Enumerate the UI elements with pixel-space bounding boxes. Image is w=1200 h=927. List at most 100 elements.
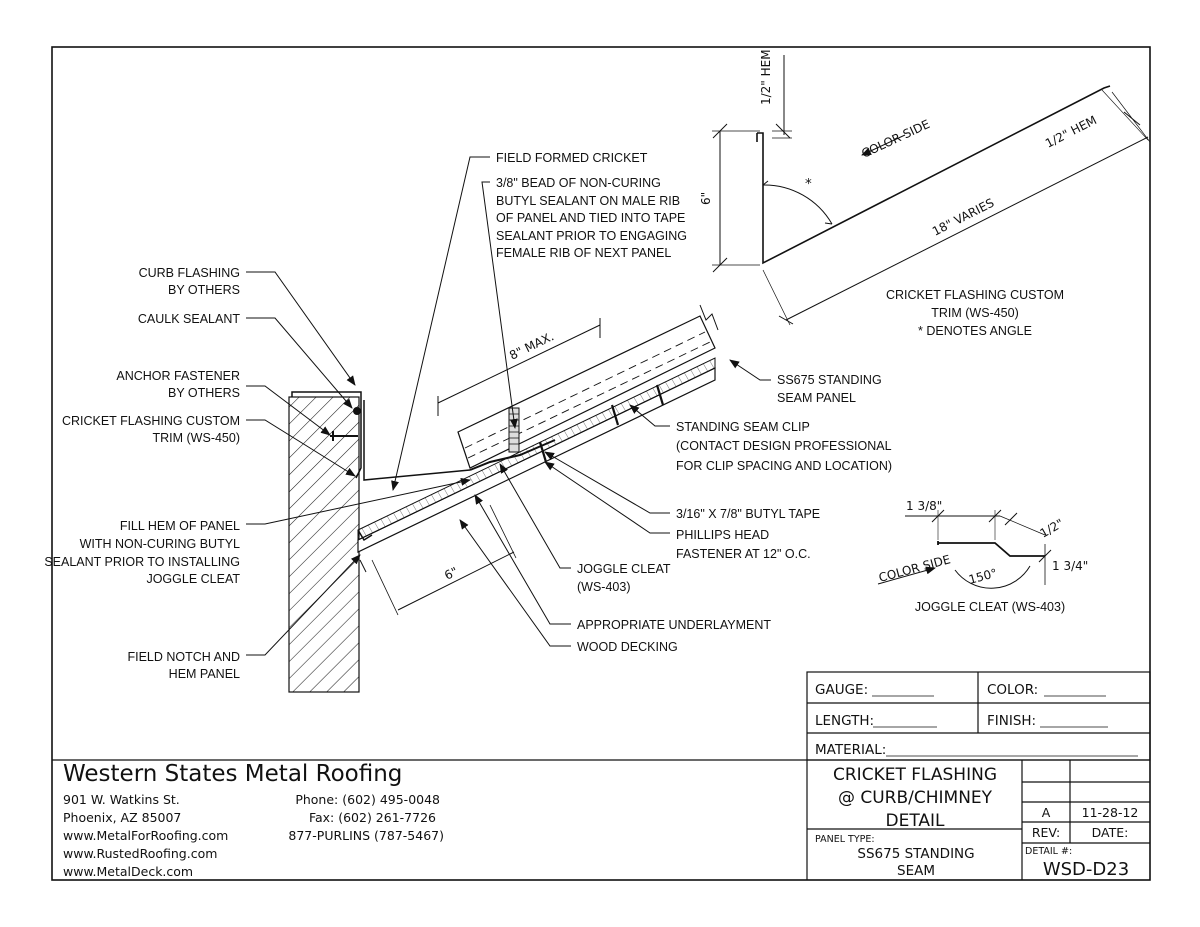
- svg-text:CURB FLASHING: CURB FLASHING: [139, 266, 240, 280]
- callout-bead-5: FEMALE RIB OF NEXT PANEL: [496, 246, 671, 260]
- callout-curb-1: CURB FLASHING: [139, 266, 240, 280]
- spec-length: LENGTH:: [815, 713, 874, 729]
- joggle-cleat-shape: [469, 439, 556, 471]
- callout-ss675-1: SS675 STANDING: [777, 373, 882, 387]
- svg-text:WITH NON-CURING BUTYL: WITH NON-CURING BUTYL: [80, 537, 240, 551]
- callout-ss675-2: SEAM PANEL: [777, 391, 856, 405]
- svg-text:SEAM PANEL: SEAM PANEL: [777, 391, 856, 405]
- dim-6-bottom-text: 6": [442, 564, 460, 582]
- trim-dim-6: 6": [699, 192, 713, 205]
- dim-6-bottom: [371, 504, 517, 616]
- svg-text:APPROPRIATE UNDERLAYMENT: APPROPRIATE UNDERLAYMENT: [577, 618, 771, 632]
- panel-type-2: SEAM: [897, 863, 935, 879]
- svg-text:PHILLIPS HEAD: PHILLIPS HEAD: [676, 528, 769, 542]
- svg-text:* DENOTES ANGLE: * DENOTES ANGLE: [918, 324, 1032, 338]
- left-leaders: [246, 271, 471, 656]
- trim-profile: [757, 85, 1111, 265]
- cleat-detail-title: JOGGLE CLEAT (WS-403): [915, 600, 1065, 614]
- rev-label: REV:: [1032, 825, 1060, 840]
- cleat-color-side: COLOR SIDE: [877, 552, 952, 585]
- callout-fill-3: SEALANT PRIOR TO INSTALLING: [44, 555, 240, 569]
- company-address-1: 901 W. Watkins St.: [63, 792, 180, 807]
- callout-anchor-2: BY OTHERS: [168, 386, 240, 400]
- callout-fill-2: WITH NON-CURING BUTYL: [80, 537, 240, 551]
- company-web-1: www.MetalForRoofing.com: [63, 828, 228, 843]
- svg-text:(WS-403): (WS-403): [577, 580, 630, 594]
- company-tollfree: 877-PURLINS (787-5467): [288, 828, 444, 843]
- callout-field-formed: FIELD FORMED CRICKET: [496, 151, 648, 165]
- svg-text:SEALANT PRIOR TO ENGAGING: SEALANT PRIOR TO ENGAGING: [496, 229, 687, 243]
- trim-dim-half-hem-v: 1/2" HEM: [759, 49, 773, 105]
- svg-text:FEMALE RIB OF NEXT PANEL: FEMALE RIB OF NEXT PANEL: [496, 246, 671, 260]
- trim-detail-title-2: TRIM (WS-450): [931, 306, 1019, 320]
- svg-text:STANDING SEAM CLIP: STANDING SEAM CLIP: [676, 420, 810, 434]
- upper-leaders: [391, 156, 771, 647]
- svg-text:JOGGLE CLEAT: JOGGLE CLEAT: [146, 572, 240, 586]
- cricket-trim: [363, 400, 471, 481]
- callout-trim-2: TRIM (WS-450): [153, 431, 241, 445]
- trim-detail-title-1: CRICKET FLASHING CUSTOM: [886, 288, 1064, 302]
- upper-callouts: FIELD FORMED CRICKET 3/8" BEAD OF NON-CU…: [496, 151, 892, 654]
- callout-bead-1: 3/8" BEAD OF NON-CURING: [496, 176, 661, 190]
- spec-gauge: GAUGE:: [815, 682, 868, 698]
- cleat-dim-half: 1/2": [1038, 516, 1067, 541]
- trim-angle-mark: *: [805, 176, 812, 192]
- trim-color-side: COLOR SIDE: [859, 117, 932, 161]
- svg-text:(CONTACT DESIGN PROFESSIONAL: (CONTACT DESIGN PROFESSIONAL: [676, 439, 892, 453]
- cleat-dim-1-3-8: 1 3/8": [906, 499, 942, 513]
- caulk-sealant: [353, 407, 361, 415]
- callout-fill-1: FILL HEM OF PANEL: [120, 519, 240, 533]
- svg-text:SS675 STANDING: SS675 STANDING: [777, 373, 882, 387]
- svg-text:FIELD NOTCH AND: FIELD NOTCH AND: [127, 650, 240, 664]
- svg-text:TRIM (WS-450): TRIM (WS-450): [931, 306, 1019, 320]
- svg-text:BUTYL SEALANT ON MALE RIB: BUTYL SEALANT ON MALE RIB: [496, 194, 680, 208]
- date-value: 11-28-12: [1082, 805, 1139, 820]
- detail-number: WSD-D23: [1043, 859, 1129, 880]
- callout-underlayment: APPROPRIATE UNDERLAYMENT: [577, 618, 771, 632]
- callout-clip-1: STANDING SEAM CLIP: [676, 420, 810, 434]
- callout-phillips-1: PHILLIPS HEAD: [676, 528, 769, 542]
- callout-bead-4: SEALANT PRIOR TO ENGAGING: [496, 229, 687, 243]
- svg-text:3/16" X 7/8" BUTYL TAPE: 3/16" X 7/8" BUTYL TAPE: [676, 507, 820, 521]
- joggle-cleat-detail: [877, 509, 1052, 589]
- callout-clip-3: FOR CLIP SPACING AND LOCATION): [676, 459, 892, 473]
- callout-joggle-2: (WS-403): [577, 580, 630, 594]
- anchor-fastener: [330, 431, 358, 441]
- standing-seam-panel: [457, 315, 716, 469]
- trim-dim-half-hem-d: 1/2" HEM: [1043, 113, 1099, 151]
- title-line-3: DETAIL: [885, 811, 945, 831]
- title-line-1: CRICKET FLASHING: [833, 765, 997, 785]
- svg-text:FIELD FORMED CRICKET: FIELD FORMED CRICKET: [496, 151, 648, 165]
- company-web-2: www.RustedRoofing.com: [63, 846, 217, 861]
- callout-tape: 3/16" X 7/8" BUTYL TAPE: [676, 507, 820, 521]
- panel-type-1: SS675 STANDING: [857, 846, 974, 862]
- svg-text:3/8" BEAD OF NON-CURING: 3/8" BEAD OF NON-CURING: [496, 176, 661, 190]
- field-notch-hem: [357, 529, 373, 542]
- trim-profile-detail: [712, 55, 1151, 326]
- sheet-border: [51, 46, 1151, 881]
- company-address-2: Phoenix, AZ 85007: [63, 810, 181, 825]
- callout-caulk: CAULK SEALANT: [138, 312, 240, 326]
- curb-flashing: [291, 391, 362, 479]
- svg-text:CAULK SEALANT: CAULK SEALANT: [138, 312, 240, 326]
- callout-curb-2: BY OTHERS: [168, 283, 240, 297]
- title-line-2: @ CURB/CHIMNEY: [838, 788, 993, 808]
- cleat-dim-150: 150°: [967, 566, 999, 587]
- callout-fill-4: JOGGLE CLEAT: [146, 572, 240, 586]
- callout-notch-1: FIELD NOTCH AND: [127, 650, 240, 664]
- detail-label: DETAIL #:: [1025, 846, 1072, 857]
- title-block: [52, 759, 1150, 880]
- svg-text:FASTENER AT 12" O.C.: FASTENER AT 12" O.C.: [676, 547, 811, 561]
- trim-detail-title-3: * DENOTES ANGLE: [918, 324, 1032, 338]
- dim-8-max: [437, 318, 601, 416]
- svg-text:SEALANT PRIOR TO INSTALLING: SEALANT PRIOR TO INSTALLING: [44, 555, 240, 569]
- callout-joggle-1: JOGGLE CLEAT: [577, 562, 671, 576]
- spec-material: MATERIAL:: [815, 742, 886, 758]
- svg-text:JOGGLE CLEAT: JOGGLE CLEAT: [577, 562, 671, 576]
- svg-text:TRIM (WS-450): TRIM (WS-450): [153, 431, 241, 445]
- svg-text:BY OTHERS: BY OTHERS: [168, 283, 240, 297]
- callout-clip-2: (CONTACT DESIGN PROFESSIONAL: [676, 439, 892, 453]
- svg-text:CRICKET FLASHING CUSTOM: CRICKET FLASHING CUSTOM: [886, 288, 1064, 302]
- company-phone: Phone: (602) 495-0048: [295, 792, 440, 807]
